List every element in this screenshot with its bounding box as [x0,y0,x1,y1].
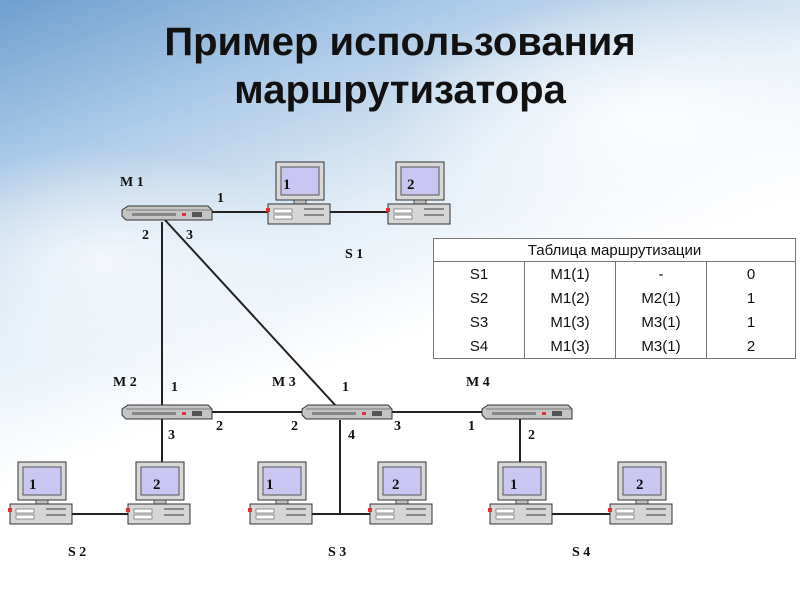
computer-number: 1 [29,477,37,493]
table-cell: S1 [433,261,525,286]
table-row: S4 M1(3) M3(1) 2 [433,334,796,359]
router-m4 [481,404,573,420]
port-label: 4 [348,428,355,443]
port-label: 3 [394,419,401,434]
computer-number: 2 [392,477,400,493]
routing-table: Таблица маршрутизации S1 M1(1) - 0 S2 M1… [433,238,796,359]
computer-s3-2 [367,461,433,525]
title-line-1: Пример использования [164,20,636,64]
segment-label-s2: S 2 [68,545,86,560]
table-cell: 2 [706,334,796,359]
port-label: 1 [342,380,349,395]
table-cell: S4 [433,334,525,359]
table-cell: S2 [433,286,525,310]
table-row: S2 M1(2) M2(1) 1 [433,286,796,310]
computer-s2-2 [125,461,191,525]
table-cell: M3(1) [615,310,707,334]
port-label: 2 [216,419,223,434]
segment-label-s3: S 3 [328,545,346,560]
table-cell: 1 [706,310,796,334]
table-cell: M1(3) [524,334,616,359]
computer-s3-1 [247,461,313,525]
router-name-m3: M 3 [272,375,296,390]
computer-number: 1 [266,477,274,493]
computer-s2-1 [7,461,73,525]
links [72,211,612,515]
port-label: 1 [217,191,224,206]
port-label: 1 [468,419,475,434]
computer-s4-2 [607,461,673,525]
title-line-2: маршрутизатора [234,68,566,112]
port-label: 2 [291,419,298,434]
computer-number: 2 [636,477,644,493]
table-cell: 1 [706,286,796,310]
table-cell: M1(1) [524,261,616,286]
table-cell: M3(1) [615,334,707,359]
table-cell: M1(3) [524,310,616,334]
computer-number: 1 [510,477,518,493]
slide-title: Пример использования маршрутизатора [0,18,800,114]
table-cell: 0 [706,261,796,286]
table-cell: M2(1) [615,286,707,310]
table-cell: M1(2) [524,286,616,310]
router-name-m4: M 4 [466,375,490,390]
router-m1 [121,205,213,221]
port-label: 2 [528,428,535,443]
router-m2 [121,404,213,420]
port-label: 3 [186,228,193,243]
router-name-m2: M 2 [113,375,137,390]
segment-label-s4: S 4 [572,545,590,560]
computer-s1-2 [385,161,451,225]
port-label: 1 [171,380,178,395]
table-row: S3 M1(3) M3(1) 1 [433,310,796,334]
port-label: 2 [142,228,149,243]
router-m3 [301,404,393,420]
link-m1-m3 [164,219,337,407]
computer-number: 1 [283,177,291,193]
computer-s4-1 [487,461,553,525]
computer-s1-1 [265,161,331,225]
segment-label-s1: S 1 [345,247,363,262]
table-row: S1 M1(1) - 0 [433,261,796,286]
table-cell: - [615,261,707,286]
computer-number: 2 [407,177,415,193]
table-cell: S3 [433,310,525,334]
port-label: 3 [168,428,175,443]
router-name-m1: M 1 [120,175,144,190]
computer-number: 2 [153,477,161,493]
routing-table-title: Таблица маршрутизации [433,238,796,262]
